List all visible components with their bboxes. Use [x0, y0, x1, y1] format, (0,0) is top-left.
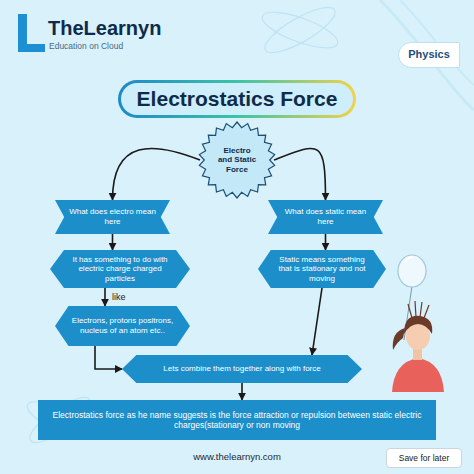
- text-stack: It has something to do with electric cha…: [64, 255, 176, 284]
- node-text: What does static mean here: [282, 207, 369, 226]
- subject-tab: Physics: [398, 42, 460, 68]
- title-pill: Electrostatics Force: [118, 80, 356, 118]
- save-button: Save for later: [386, 448, 462, 468]
- atom-orbit: [259, 0, 340, 60]
- title-fill: Electrostatics Force: [121, 83, 353, 115]
- text-stack: What does electro mean here: [69, 207, 156, 226]
- connector-arrow: [113, 148, 201, 200]
- answer-box: Static means something that is stationar…: [258, 250, 386, 288]
- connector-arrow: [312, 288, 322, 355]
- edge-label: like: [110, 292, 128, 302]
- combine-banner: Lets combine them together along with fo…: [122, 355, 362, 383]
- brand-name: TheLearnyn: [48, 17, 161, 40]
- website-url: www.thelearnyn.com: [193, 451, 281, 462]
- example-box-outline: [55, 306, 190, 346]
- static-hair: [408, 301, 429, 318]
- text-stack: Static means something that is stationar…: [272, 255, 372, 284]
- text-stack: Lets combine them together along with fo…: [163, 364, 320, 374]
- combine-banner-outline: [122, 355, 362, 383]
- connector-arrow: [274, 148, 326, 200]
- node-text: Electrostatics force as he name suggests…: [50, 410, 424, 430]
- badge-star-outline: [199, 122, 274, 198]
- text-stack: Save for later: [399, 453, 450, 463]
- text-stack: Electrons, protons positrons, nucleus of…: [69, 316, 176, 335]
- girl-hair: [404, 316, 432, 334]
- connector-arrow: [104, 288, 106, 306]
- text-stack: What does static mean here: [282, 207, 369, 226]
- connector-arrow: [95, 346, 122, 369]
- logo-mark: [18, 14, 45, 52]
- logo-l: [18, 14, 45, 52]
- girl-body: [392, 358, 444, 392]
- node-text: Electro and Static Force: [217, 146, 257, 175]
- conclusion-box: Electrostatics force as he name suggests…: [38, 400, 436, 440]
- question-banner: What does static mean here: [268, 200, 383, 234]
- swoosh: [380, 0, 474, 110]
- text-stack: Electro and Static Force: [217, 146, 257, 175]
- text-stack: Electrostatics force as he name suggests…: [50, 410, 424, 430]
- title-text: Electrostatics Force: [137, 86, 338, 111]
- text-stack: Physics: [408, 48, 450, 61]
- badge-star: Electro and Static Force: [199, 122, 275, 198]
- decor-swirls: [23, 0, 474, 450]
- node-text: What does electro mean here: [69, 207, 156, 226]
- answer-box-outline: [258, 250, 386, 288]
- girl-ponytail: [393, 328, 405, 350]
- node-text: Physics: [408, 48, 450, 61]
- connector-arrow: [112, 234, 114, 250]
- connector-arrow: [325, 234, 327, 250]
- node-text: Save for later: [399, 453, 450, 463]
- node-text: Electrons, protons positrons, nucleus of…: [69, 316, 176, 335]
- example-box: Electrons, protons positrons, nucleus of…: [55, 306, 190, 346]
- question-banner-outline: [268, 200, 383, 234]
- answer-box: It has something to do with electric cha…: [50, 250, 190, 288]
- girl-with-balloon: [392, 255, 444, 392]
- node-text: Lets combine them together along with fo…: [163, 364, 320, 374]
- brand-tagline: Education on Cloud: [49, 41, 123, 51]
- answer-box-outline: [50, 250, 190, 288]
- atom-orbit: [258, 5, 341, 55]
- question-banner-outline: [55, 200, 170, 234]
- node-text: Static means something that is stationar…: [272, 255, 372, 284]
- connector-arrow: [241, 383, 243, 400]
- question-banner: What does electro mean here: [55, 200, 170, 234]
- balloon: [398, 255, 426, 287]
- balloon-shine: [405, 257, 413, 262]
- node-text: It has something to do with electric cha…: [64, 255, 176, 284]
- conclusion-box-outline: [38, 400, 436, 440]
